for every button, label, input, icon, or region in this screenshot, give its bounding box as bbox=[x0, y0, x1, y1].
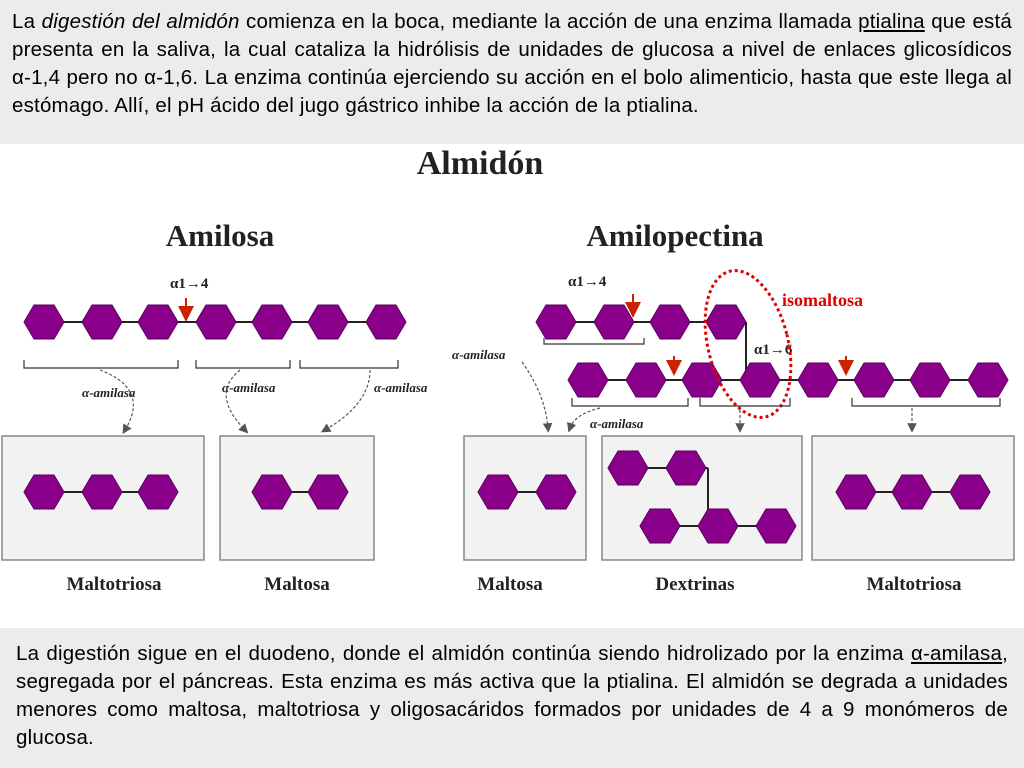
amilopectina-chain bbox=[535, 304, 1009, 398]
glucose-unit bbox=[535, 304, 577, 340]
amilosa-enzyme-arrow-1 bbox=[99, 369, 134, 435]
amilopectina-enzyme-label-2: α-amilasa bbox=[590, 416, 644, 431]
glucose-unit bbox=[535, 474, 577, 510]
glucose-unit bbox=[755, 508, 797, 544]
glucose-unit bbox=[681, 362, 723, 398]
amilopectina-bond-label-16: α1→6 bbox=[754, 342, 793, 358]
glucose-unit bbox=[891, 474, 933, 510]
amilosa-enzyme-label-3: α-amilasa bbox=[374, 380, 428, 395]
amilosa-brackets bbox=[23, 360, 399, 369]
product-label-maltotriosa-right: Maltotriosa bbox=[867, 574, 962, 595]
italic-term: digestión del almidón bbox=[41, 10, 240, 33]
glucose-unit bbox=[307, 474, 349, 510]
glucose-unit bbox=[23, 474, 65, 510]
intro-paragraph: La digestión del almidón comienza en la … bbox=[0, 0, 1024, 144]
glucose-unit bbox=[567, 362, 609, 398]
product-label-maltotriosa-left: Maltotriosa bbox=[67, 574, 162, 595]
glucose-unit bbox=[697, 508, 739, 544]
glucose-unit bbox=[81, 474, 123, 510]
glucose-unit bbox=[625, 362, 667, 398]
glucose-unit bbox=[23, 304, 65, 340]
glucose-unit bbox=[137, 304, 179, 340]
glucose-unit bbox=[797, 362, 839, 398]
isomaltosa-label: isomaltosa bbox=[782, 290, 863, 310]
glucose-unit bbox=[739, 362, 781, 398]
amilopectina-heading: Amilopectina bbox=[586, 218, 764, 253]
glucose-unit bbox=[307, 304, 349, 340]
glucose-unit bbox=[665, 450, 707, 486]
amilosa-heading: Amilosa bbox=[166, 218, 275, 253]
glucose-unit bbox=[909, 362, 951, 398]
text-segment: que está presenta en la saliva, la cual … bbox=[12, 10, 1012, 117]
text-segment: , segregada por el páncreas. Esta enzima… bbox=[16, 642, 1008, 749]
text-segment: La bbox=[12, 10, 42, 33]
glucose-unit bbox=[365, 304, 407, 340]
isomaltosa-highlight bbox=[703, 269, 793, 419]
glucose-unit bbox=[639, 508, 681, 544]
product-label-maltosa-right: Maltosa bbox=[477, 574, 543, 595]
glucose-unit bbox=[195, 304, 237, 340]
amilosa-enzyme-label-1: α-amilasa bbox=[82, 385, 136, 400]
starch-digestion-diagram: Almidón Amilosa Amilopectina α1→4 α-amil… bbox=[1, 145, 1015, 595]
amilosa-enzyme-label-2: α-amilasa bbox=[222, 380, 276, 395]
amilopectina-enzyme-label-1: α-amilasa bbox=[452, 347, 506, 362]
glucose-unit bbox=[705, 304, 747, 340]
glucose-unit bbox=[607, 450, 649, 486]
glucose-unit bbox=[649, 304, 691, 340]
glucose-unit bbox=[251, 474, 293, 510]
glucose-unit bbox=[593, 304, 635, 340]
amilopectina-enzyme-arrow-1 bbox=[521, 361, 553, 433]
amilopectina-bond-label-14: α1→4 bbox=[568, 274, 607, 290]
text-segment: La digestión sigue en el duodeno, donde … bbox=[16, 642, 911, 665]
underlined-term: α-amilasa bbox=[910, 642, 1003, 665]
text-segment: comienza en la boca, mediante la acción … bbox=[239, 10, 859, 33]
glucose-unit bbox=[251, 304, 293, 340]
amilosa-chain bbox=[23, 304, 407, 340]
amilosa-bond-label: α1→4 bbox=[170, 276, 209, 292]
amilosa-enzyme-arrow-3 bbox=[320, 369, 371, 433]
glucose-unit bbox=[853, 362, 895, 398]
amilopectina-enzyme-arrow-2 bbox=[567, 407, 601, 433]
glucose-unit bbox=[949, 474, 991, 510]
glucose-unit bbox=[137, 474, 179, 510]
glucose-unit bbox=[81, 304, 123, 340]
glucose-unit bbox=[967, 362, 1009, 398]
product-label-maltosa-left: Maltosa bbox=[264, 574, 330, 595]
duodenum-paragraph: La digestión sigue en el duodeno, donde … bbox=[0, 628, 1024, 768]
diagram-title: Almidón bbox=[417, 145, 544, 182]
glucose-unit bbox=[835, 474, 877, 510]
amilopectina-brackets bbox=[543, 338, 1001, 407]
amilosa-enzyme-arrow-2 bbox=[225, 369, 249, 434]
product-label-dextrinas: Dextrinas bbox=[655, 574, 734, 595]
glucose-unit bbox=[477, 474, 519, 510]
underlined-term: ptialina bbox=[858, 10, 925, 33]
maltosa-box-left bbox=[219, 435, 375, 561]
